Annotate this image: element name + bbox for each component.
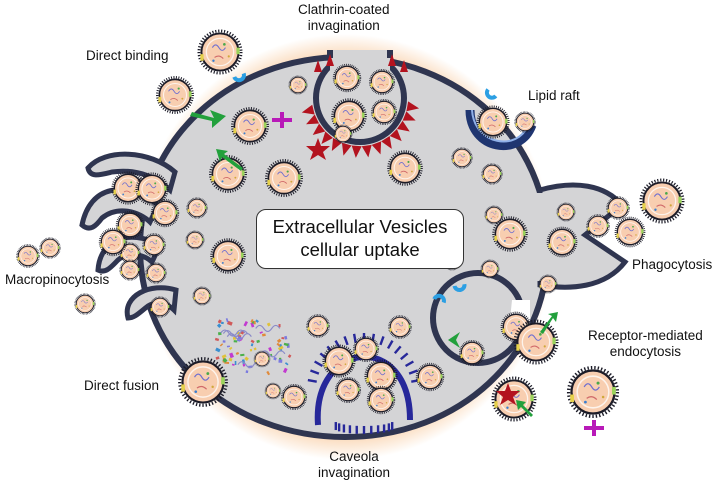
vesicle-icon [156, 76, 194, 114]
vesicle-icon [639, 178, 685, 224]
title-box: Extracellular Vesicles cellular uptake [256, 209, 464, 269]
label-phagocytosis: Phagocytosis [632, 257, 713, 272]
clathrin-coat [301, 54, 420, 158]
vesicle-icon [74, 293, 96, 315]
vesicle-icon [16, 244, 40, 268]
label-lipid-raft: Lipid raft [528, 88, 580, 103]
vesicle-icon [39, 237, 61, 259]
vesicle-icon [614, 216, 646, 248]
label-macropinocytosis: Macropinocytosis [5, 272, 110, 287]
title-line-1: Extracellular Vesicles [272, 216, 448, 237]
phagocytosis-cup [528, 182, 629, 290]
title-line-2: cellular uptake [300, 239, 420, 260]
label-caveola: Caveola invagination [318, 449, 391, 480]
label-clathrin: Clathrin-coated invagination [298, 2, 390, 33]
label-direct-fusion: Direct fusion [84, 378, 160, 393]
label-direct-binding: Direct binding [86, 48, 169, 63]
vesicle-icon [566, 365, 620, 419]
vesicle-icon [119, 259, 141, 281]
receptor-star-icon [306, 138, 520, 405]
label-receptor-mediated: Receptor-mediated endocytosis [588, 328, 703, 359]
receptor-arrow-icon [190, 110, 558, 417]
receptor-cross-icon [272, 112, 604, 436]
